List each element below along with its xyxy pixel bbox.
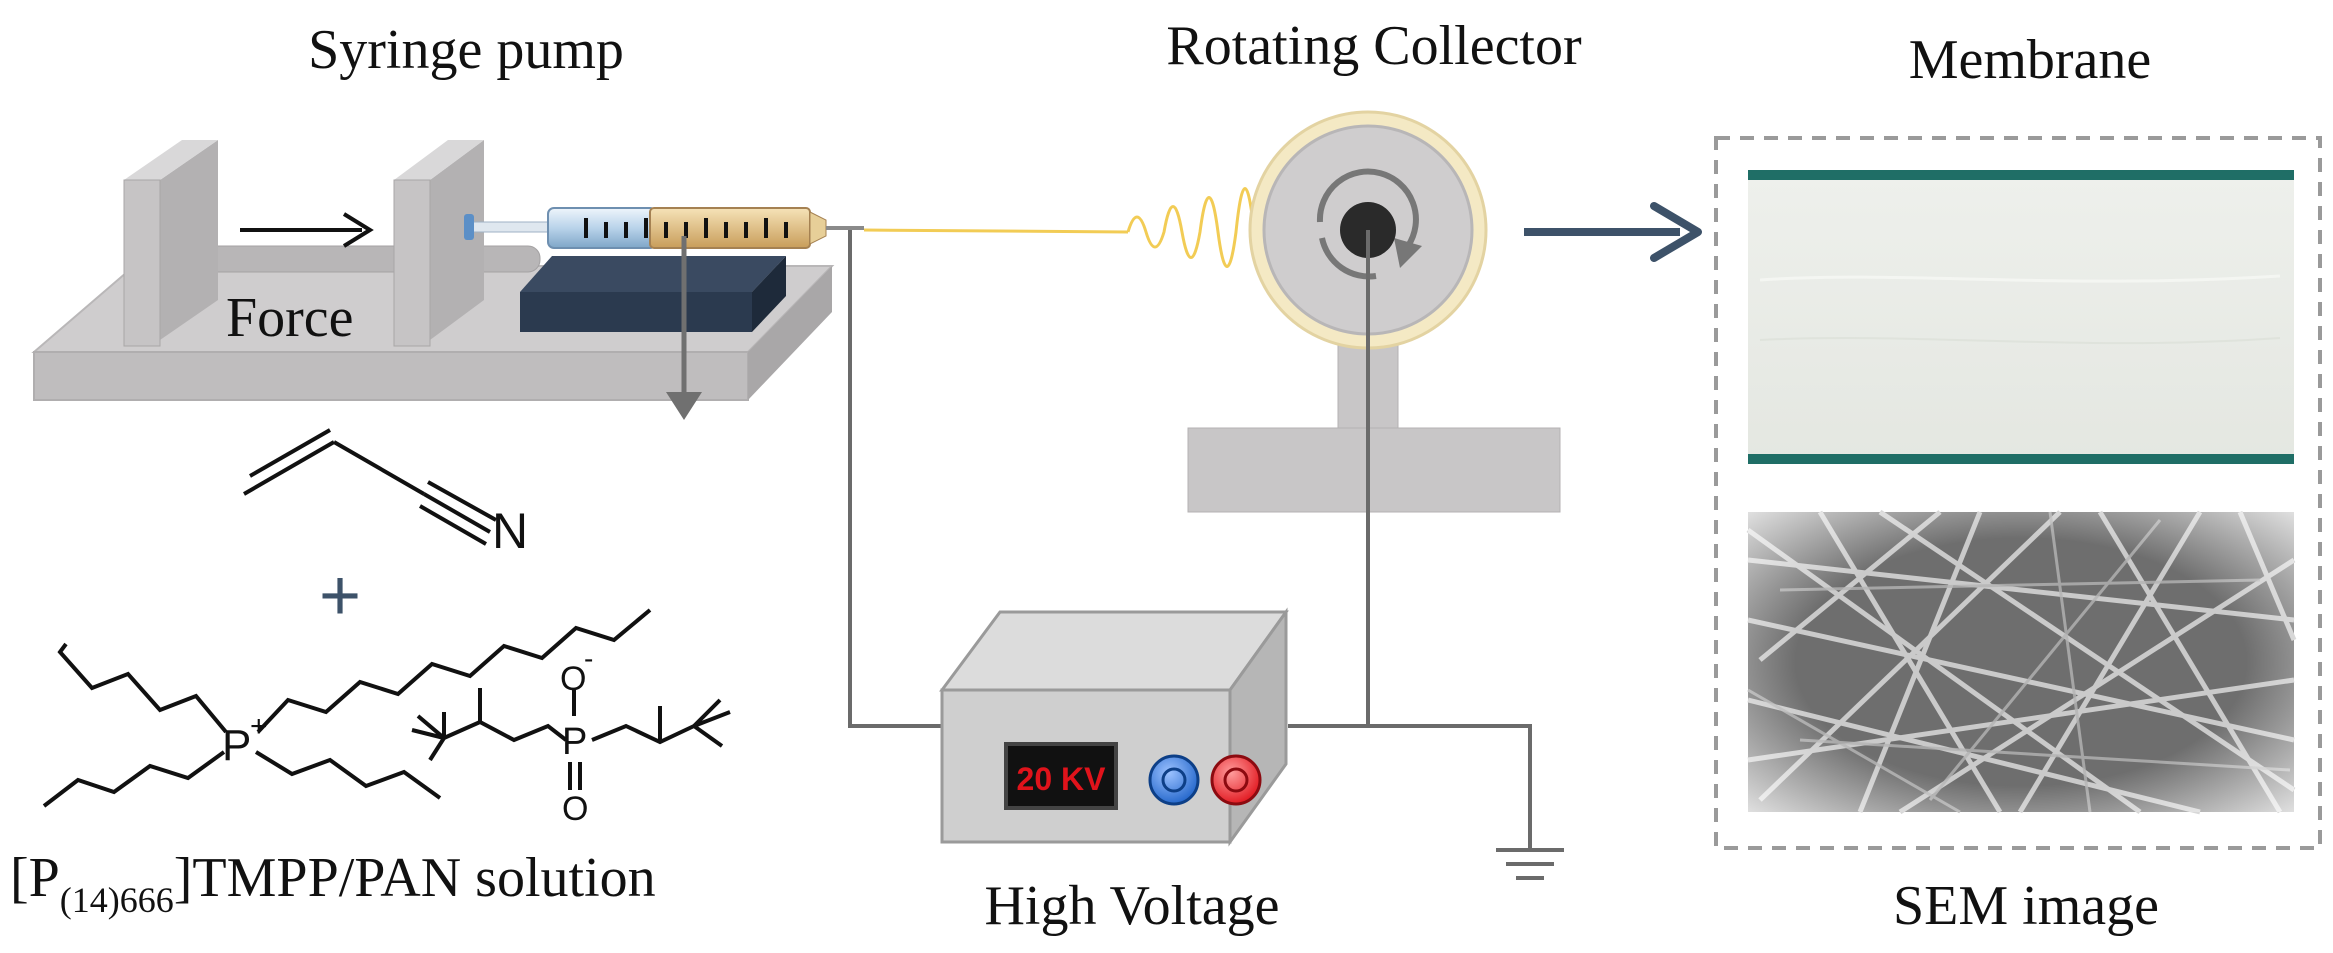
phosphorus-cation-atom: P: [222, 721, 251, 770]
syringe-plunger: [467, 221, 559, 233]
fiber-jet: [863, 187, 1274, 277]
pump-pusher-plate: [393, 179, 431, 347]
force-label: Force: [226, 287, 354, 349]
ground-symbol: [1496, 848, 1564, 880]
solution-arrow-head: [666, 392, 702, 420]
syringe: [464, 207, 864, 249]
nitrogen-atom: N: [492, 503, 528, 559]
membrane-bottom-edge: [1748, 454, 2294, 464]
sem-image-label: SEM image: [1893, 875, 2159, 937]
pump-rod: [195, 245, 419, 273]
membrane-top-edge: [1748, 170, 2294, 180]
rotating-collector-title: Rotating Collector: [1166, 15, 1582, 77]
syringe-plunger-cap: [464, 214, 474, 240]
pump-block-top: [520, 256, 786, 292]
phosphonium-cation-structure: [42, 608, 652, 808]
voltage-display: [1004, 742, 1118, 810]
acrylonitrile-structure: [242, 428, 497, 546]
phosphinate-anion-structure: [411, 688, 731, 790]
blue-knob-center: [1161, 767, 1187, 793]
rotation-arrow: [1316, 168, 1419, 248]
high-voltage-supply: 20 KV: [939, 607, 1289, 847]
solution-label-prefix: [P: [10, 847, 60, 909]
high-voltage-label: High Voltage: [984, 875, 1279, 937]
syringe-pump-title: Syringe pump: [308, 19, 624, 81]
needle-wire: [848, 230, 942, 728]
plus-sign: +: [319, 556, 361, 636]
solution-label-subscript: (14)666: [60, 880, 174, 920]
syringe-barrel: [547, 207, 657, 249]
syringe-tip: [809, 211, 827, 245]
collector-stand-base: [1187, 427, 1561, 513]
rotation-arrow-head: [1394, 238, 1422, 268]
force-arrow-head: [342, 212, 374, 248]
solution-label-suffix: ]TMPP/PAN solution: [174, 847, 656, 909]
solution-label: [P(14)666]TMPP/PAN solution: [10, 847, 656, 920]
oxygen-atom: O: [562, 790, 588, 828]
pump-pusher-plate-top: [394, 140, 484, 180]
sem-image: [1746, 509, 2297, 815]
syringe-graduations: [584, 218, 788, 238]
red-knob-center: [1223, 767, 1249, 793]
pump-pusher-plate-side: [430, 140, 484, 340]
pump-base-front: [33, 351, 749, 401]
syringe-pump: Force: [31, 140, 864, 420]
pump-left-plate: [123, 179, 161, 347]
membrane-panel-border: [1714, 136, 2322, 850]
pump-block-side: [752, 256, 786, 332]
anion-charge: -: [584, 643, 593, 674]
output-arrow-head: [1650, 202, 1702, 262]
red-knob: [1210, 754, 1262, 806]
oxygen-anion-atom: O: [560, 660, 586, 698]
pump-block: [520, 292, 752, 332]
wiring: [848, 230, 1532, 850]
cation-charge: +: [250, 710, 268, 743]
supply-top: [939, 610, 1289, 692]
blue-knob: [1148, 754, 1200, 806]
phosphorus-atom: P: [562, 721, 587, 763]
rotating-collector: [1187, 110, 1561, 513]
pump-left-plate-top: [124, 140, 218, 180]
pump-base-side: [748, 266, 832, 400]
pump-left-plate-side: [160, 140, 218, 340]
membrane-photo: [1748, 170, 2294, 464]
ground-wire: [1368, 724, 1532, 850]
membrane-title: Membrane: [1909, 29, 2152, 91]
voltage-readout: 20 KV: [1017, 761, 1107, 797]
